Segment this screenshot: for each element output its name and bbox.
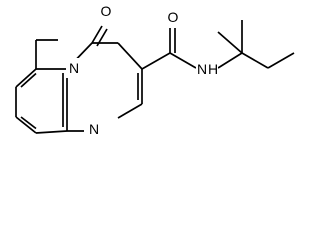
- bond: [91, 25, 103, 44]
- bond: [20, 116, 37, 130]
- chemical-structure: N N O O N H: [15, 2, 295, 138]
- amide-oxygen-label: O: [168, 9, 179, 25]
- label-bg: [164, 8, 182, 26]
- bond: [169, 52, 197, 69]
- bond: [141, 52, 171, 70]
- ring-oxygen-label: O: [101, 3, 112, 19]
- bond: [35, 130, 68, 134]
- amide-nitrogen-label: N: [197, 61, 207, 77]
- bond: [15, 116, 37, 134]
- pyrimidine-nitrogen-label: N: [89, 121, 99, 137]
- bond: [20, 72, 37, 88]
- bond: [117, 103, 143, 119]
- bond: [217, 52, 243, 69]
- bond: [117, 42, 143, 70]
- bond: [241, 52, 269, 69]
- label-bg: [196, 60, 218, 78]
- bond: [15, 68, 37, 88]
- amide-hydrogen-label: H: [208, 61, 218, 77]
- bond: [267, 52, 295, 69]
- label-bg: [98, 2, 114, 20]
- label-bg: [86, 120, 102, 138]
- atom-labels: N N O O N H: [66, 2, 218, 138]
- bond: [217, 31, 243, 54]
- label-bg: [66, 58, 82, 78]
- bridgehead-nitrogen-label: N: [69, 60, 79, 76]
- bond-group: [15, 20, 295, 134]
- bond: [96, 28, 108, 47]
